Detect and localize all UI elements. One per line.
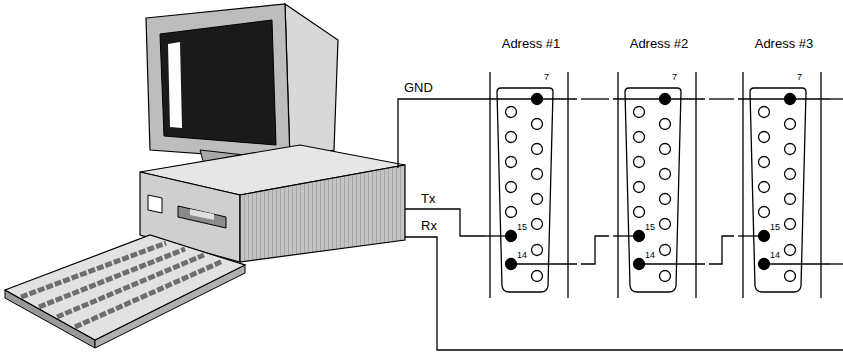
signal-name: Tx [421, 192, 435, 206]
serial-connector: Adress #2 [609, 30, 709, 300]
wire [709, 99, 734, 100]
pin-number: 7 [672, 73, 677, 83]
address-heading: Adress #2 [609, 36, 709, 51]
wires [398, 99, 843, 350]
pin-number: 14 [770, 251, 780, 261]
case-side [240, 165, 405, 262]
pin-number: 7 [544, 73, 549, 83]
pin-number: 14 [517, 251, 527, 261]
case-display [148, 195, 162, 213]
connector-outline [609, 30, 709, 300]
keyboard-keys [21, 243, 223, 327]
signal-name: GND [404, 81, 433, 95]
wire [581, 99, 609, 100]
monitor-front [146, 4, 290, 160]
address-heading: Adress #1 [481, 36, 581, 51]
keyboard-top [5, 235, 245, 340]
drive-door [190, 209, 214, 220]
pin-number: 7 [797, 73, 802, 83]
pin-number: 15 [645, 223, 655, 233]
drive-slot [178, 206, 226, 228]
serial-connector: Adress #3 [734, 30, 834, 300]
serial-connector: Adress #1 [481, 30, 581, 300]
pin-number: 15 [770, 223, 780, 233]
connector-outline [481, 30, 581, 300]
signal-name: Rx [421, 219, 437, 233]
wire [581, 236, 609, 264]
monitor-screen [160, 20, 276, 145]
address-heading: Adress #3 [734, 36, 834, 51]
screen-glare [168, 42, 182, 128]
monitor-side [285, 4, 338, 160]
pin-number: 15 [517, 223, 527, 233]
connector-outline [734, 30, 834, 300]
pin-number: 14 [645, 251, 655, 261]
wire [709, 236, 734, 264]
